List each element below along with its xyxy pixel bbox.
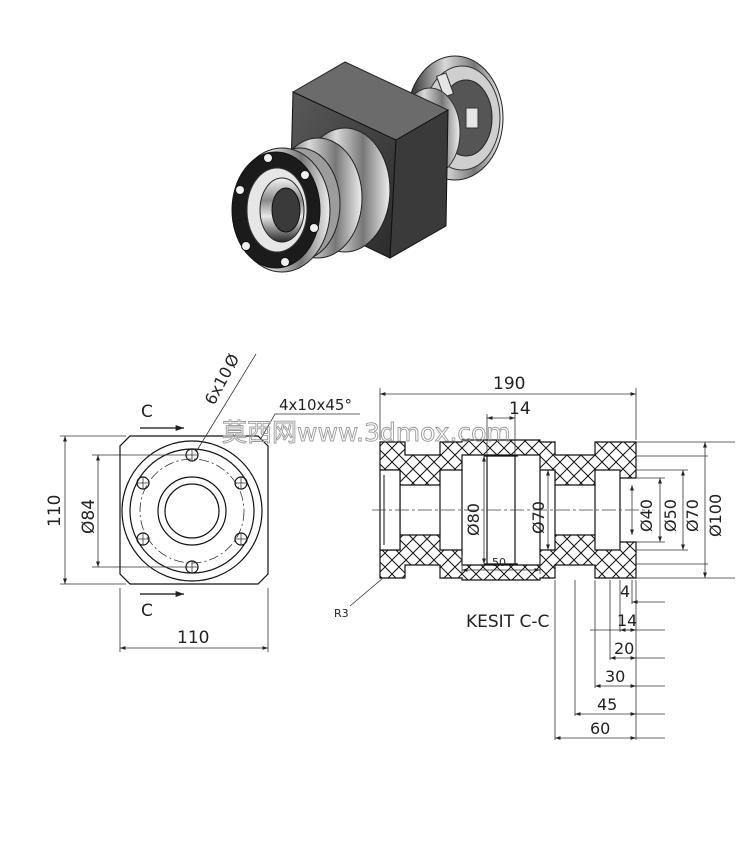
slot-width-dim: 14 — [509, 399, 531, 419]
fillet-callout: R3 — [334, 607, 349, 620]
diameter-dim-40: Ø40 — [637, 499, 656, 532]
length-dim-20: 20 — [614, 639, 634, 658]
width-dim: 110 — [177, 628, 209, 648]
isometric-render — [231, 55, 504, 273]
diameter-dim-70b: Ø70 — [683, 499, 702, 532]
front-plate-outline — [119, 435, 269, 585]
length-dim-14: 14 — [617, 611, 637, 630]
length-dim-60: 60 — [590, 719, 610, 738]
hole-callout: 6x10Ø — [201, 351, 243, 408]
bolt-holes — [136, 448, 248, 574]
section-title: KESIT C-C — [466, 612, 549, 632]
length-dim-30: 30 — [605, 667, 625, 686]
diameter-dim-100: Ø100 — [706, 494, 725, 537]
inner-span-dim: 50 — [492, 556, 506, 569]
outer-flange-circle — [121, 440, 263, 582]
diameter-dim-70a: Ø70 — [529, 501, 548, 534]
diameter-dim-50: Ø50 — [661, 499, 680, 532]
overall-length-dim: 190 — [493, 374, 525, 394]
height-dim: 110 — [45, 495, 65, 527]
length-dim-4: 4 — [620, 582, 630, 601]
front-view: C C 6x10Ø 4x10x45° 110 110 Ø84 — [45, 351, 360, 652]
bore-inner-circle — [164, 483, 220, 539]
watermark: 莫西网www.3dmox.com — [222, 418, 511, 447]
bore-outer-circle — [157, 476, 227, 546]
section-view: 190 14 50 R3 KESIT C-C Ø80 Ø70 Ø40 Ø50 — [334, 374, 735, 740]
section-lower-wall — [379, 534, 637, 581]
diameter-dim-80: Ø80 — [464, 503, 483, 536]
bolt-circle-dim: Ø84 — [79, 499, 99, 534]
section-mark-top: C — [141, 402, 153, 422]
chamfer-callout: 4x10x45° — [279, 396, 352, 414]
section-mark-bottom: C — [141, 601, 153, 621]
length-dim-45: 45 — [597, 695, 617, 714]
